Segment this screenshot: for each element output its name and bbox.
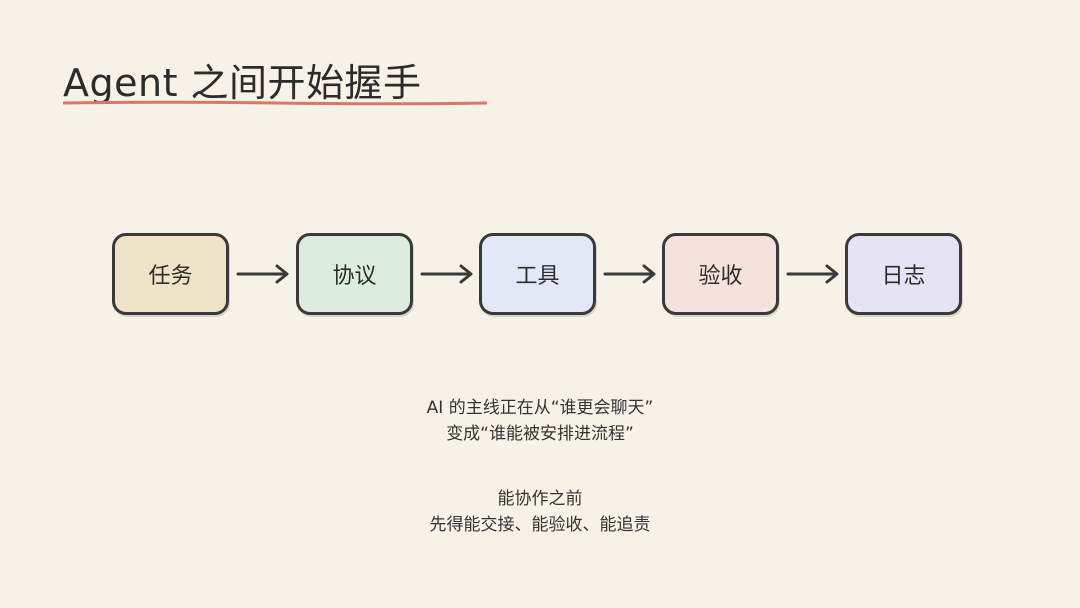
step-acceptance: 验收 — [662, 233, 779, 315]
step-tools: 工具 — [479, 233, 596, 315]
step-label: 工具 — [515, 264, 560, 289]
caption-line-3: 能协作之前 — [497, 489, 583, 509]
right-arrow-icon — [786, 264, 839, 284]
step-label: 任务 — [148, 264, 193, 289]
right-arrow-icon — [420, 264, 473, 284]
step-label: 协议 — [332, 264, 377, 289]
slide-title: Agent 之间开始握手 — [63, 61, 422, 105]
step-label: 日志 — [881, 264, 926, 289]
step-label: 验收 — [698, 264, 743, 289]
step-task: 任务 — [112, 233, 229, 315]
step-protocol: 协议 — [296, 233, 413, 315]
step-log: 日志 — [845, 233, 962, 315]
caption-line-2: 变成“谁能被安排进流程” — [446, 424, 634, 444]
caption-line-1: AI 的主线正在从“谁更会聊天” — [426, 398, 654, 418]
caption-line-4: 先得能交接、能验收、能追责 — [429, 515, 651, 535]
title-underline — [63, 100, 487, 106]
right-arrow-icon — [236, 264, 289, 284]
right-arrow-icon — [603, 264, 656, 284]
